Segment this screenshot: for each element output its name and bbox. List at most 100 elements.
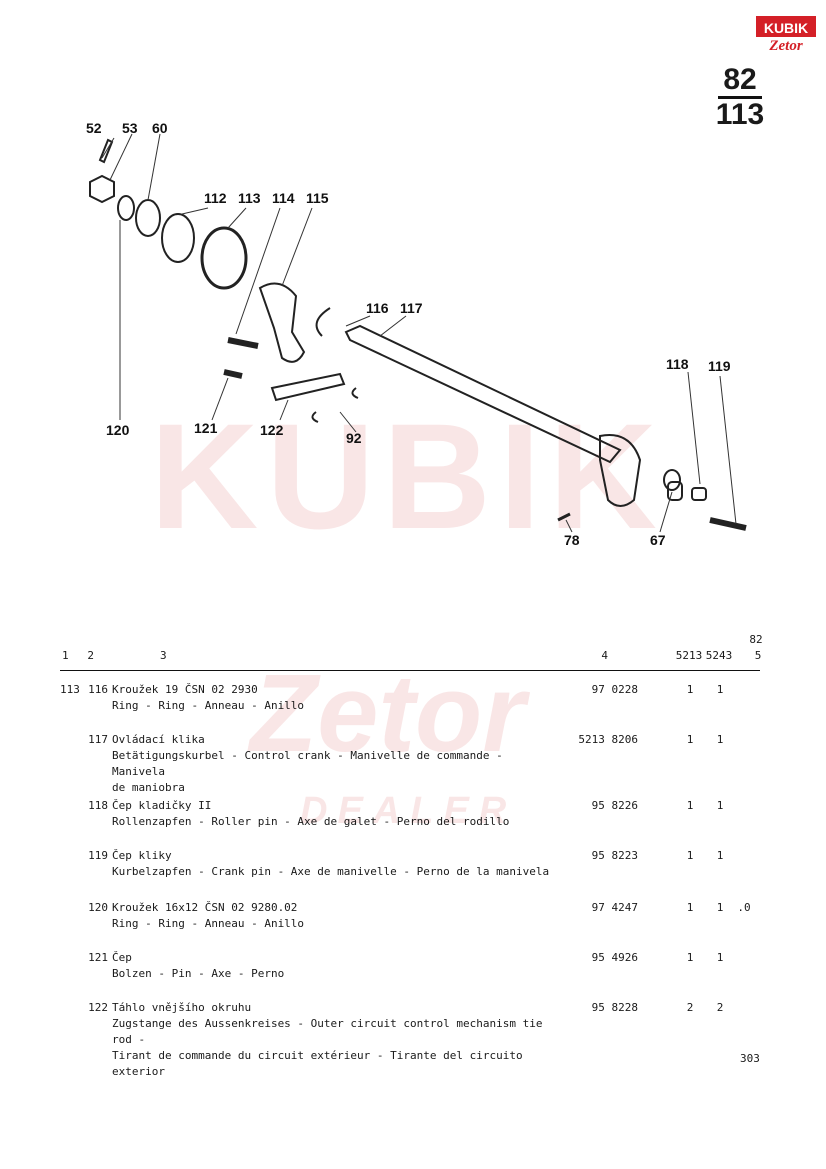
- callout-122: 122: [260, 422, 284, 438]
- col-header-2: 2: [87, 649, 94, 662]
- col-header-5: 5: [754, 649, 762, 662]
- row-part-number: 5213 8206: [578, 733, 638, 746]
- row-part-number: 95 8228: [591, 1001, 638, 1014]
- ring-112-shape: [161, 213, 195, 263]
- col-header-5243: 5243: [705, 649, 733, 662]
- callout-78: 78: [564, 532, 580, 548]
- row-qty-5: .0: [737, 901, 751, 914]
- row-description-line: Čep: [112, 951, 132, 964]
- ring-113-shape: [200, 226, 248, 290]
- row-description-line: Bolzen - Pin - Axe - Perno: [112, 967, 285, 980]
- dealer-logo: KUBIK Zetor: [756, 16, 816, 62]
- page-number-top: 82: [718, 64, 762, 99]
- row-description-line: Betätigungskurbel - Control crank - Mani…: [112, 749, 503, 778]
- row-position-number: 116: [88, 683, 108, 696]
- row-description-line: Ovládací klika: [112, 733, 205, 746]
- row-description-line: Ring - Ring - Anneau - Anillo: [112, 699, 305, 712]
- crank-end-shape: [599, 434, 642, 507]
- col-header-82: 82: [749, 633, 763, 646]
- row-description-line: Kurbelzapfen - Crank pin - Axe de manive…: [112, 865, 550, 878]
- row-position-number: 118: [88, 799, 108, 812]
- header-rule: [60, 670, 760, 671]
- callout-117: 117: [400, 300, 423, 316]
- callout-67: 67: [650, 532, 666, 548]
- row-qty-5213: 1: [686, 849, 694, 862]
- row-description-line: Kroužek 16x12 ČSN 02 9280.02: [112, 901, 298, 914]
- row-qty-5243: 1: [716, 799, 724, 812]
- col-header-1: 1: [62, 649, 69, 662]
- row-qty-5213: 1: [686, 901, 694, 914]
- pin-121-shape: [223, 369, 243, 379]
- row-description-line: Tirant de commande du circuit extérieur …: [112, 1049, 523, 1078]
- row-part-number: 95 8223: [591, 849, 638, 862]
- shaft-shape: [344, 324, 622, 464]
- callout-92: 92: [346, 430, 362, 446]
- castle-nut-shape: [89, 174, 115, 204]
- row-part-number: 95 8226: [591, 799, 638, 812]
- callout-121: 121: [194, 420, 218, 436]
- callout-52: 52: [86, 120, 102, 136]
- row-qty-5213: 1: [686, 951, 694, 964]
- row-description-line: Čep kliky: [112, 849, 172, 862]
- row-qty-5213: 1: [686, 799, 694, 812]
- col-header-3: 3: [160, 649, 167, 662]
- logo-brand: KUBIK: [756, 16, 816, 37]
- row-qty-5213: 1: [686, 733, 694, 746]
- row-qty-5243: 1: [716, 951, 724, 964]
- callout-113: 113: [238, 190, 261, 206]
- callout-116: 116: [366, 300, 389, 316]
- row-position-number: 120: [88, 901, 108, 914]
- diagram-drawing: [89, 133, 747, 533]
- row-description-line: Rollenzapfen - Roller pin - Axe de galet…: [112, 815, 510, 828]
- row-qty-5213: 1: [686, 683, 694, 696]
- row-qty-5243: 1: [716, 849, 724, 862]
- footer-page-number: 303: [740, 1052, 760, 1065]
- callout-112: 112: [204, 190, 227, 206]
- row-description-line: Kroužek 19 ČSN 02 2930: [112, 683, 258, 696]
- row-description-line: de maniobra: [112, 781, 185, 794]
- col-header-4: 4: [601, 649, 608, 662]
- row-qty-5213: 2: [686, 1001, 694, 1014]
- row-description-line: Ring - Ring - Anneau - Anillo: [112, 917, 305, 930]
- col-header-5213: 5213: [675, 649, 703, 662]
- page-number-bottom: 113: [715, 98, 765, 131]
- washer-shape: [135, 199, 161, 237]
- row-description-line: Táhlo vnějšího okruhu: [112, 1001, 252, 1014]
- row-part-number: 97 0228: [591, 683, 638, 696]
- bushing-67-shape: [663, 469, 681, 491]
- callout-114: 114: [272, 190, 295, 206]
- row-position-number: 119: [88, 849, 108, 862]
- row-part-number: 95 4926: [591, 951, 638, 964]
- logo-sub: Zetor: [769, 38, 803, 54]
- row-position-number: 117: [88, 733, 108, 746]
- callout-118: 118: [666, 356, 689, 372]
- row-part-number: 97 4247: [591, 901, 638, 914]
- row-position-number: 122: [88, 1001, 108, 1014]
- row-qty-5243: 1: [716, 901, 724, 914]
- exploded-parts-diagram: 52 53 60 112 113 114 115 116 117 118 119…: [60, 100, 780, 570]
- callout-119: 119: [708, 358, 731, 374]
- row-qty-5243: 1: [716, 733, 724, 746]
- tie-rod-shape: [270, 372, 346, 402]
- split-pin-78-shape: [557, 512, 571, 522]
- page-number: 82 113: [710, 64, 770, 131]
- callout-53: 53: [122, 120, 138, 136]
- row-description: Čep kladičky II Rollenzapfen - Roller pin…: [112, 798, 552, 830]
- roller-shape: [667, 481, 683, 501]
- crank-pin-shape: [709, 517, 747, 531]
- lever-shape: [258, 282, 306, 363]
- callout-120: 120: [106, 422, 130, 438]
- pin-114-shape: [227, 337, 259, 349]
- row-group-number: 113: [60, 683, 80, 696]
- washer-small-shape: [117, 195, 135, 221]
- row-description-line: Čep kladičky II: [112, 799, 212, 812]
- row-qty-5243: 1: [716, 683, 724, 696]
- row-position-number: 121: [88, 951, 108, 964]
- row-qty-5243: 2: [716, 1001, 724, 1014]
